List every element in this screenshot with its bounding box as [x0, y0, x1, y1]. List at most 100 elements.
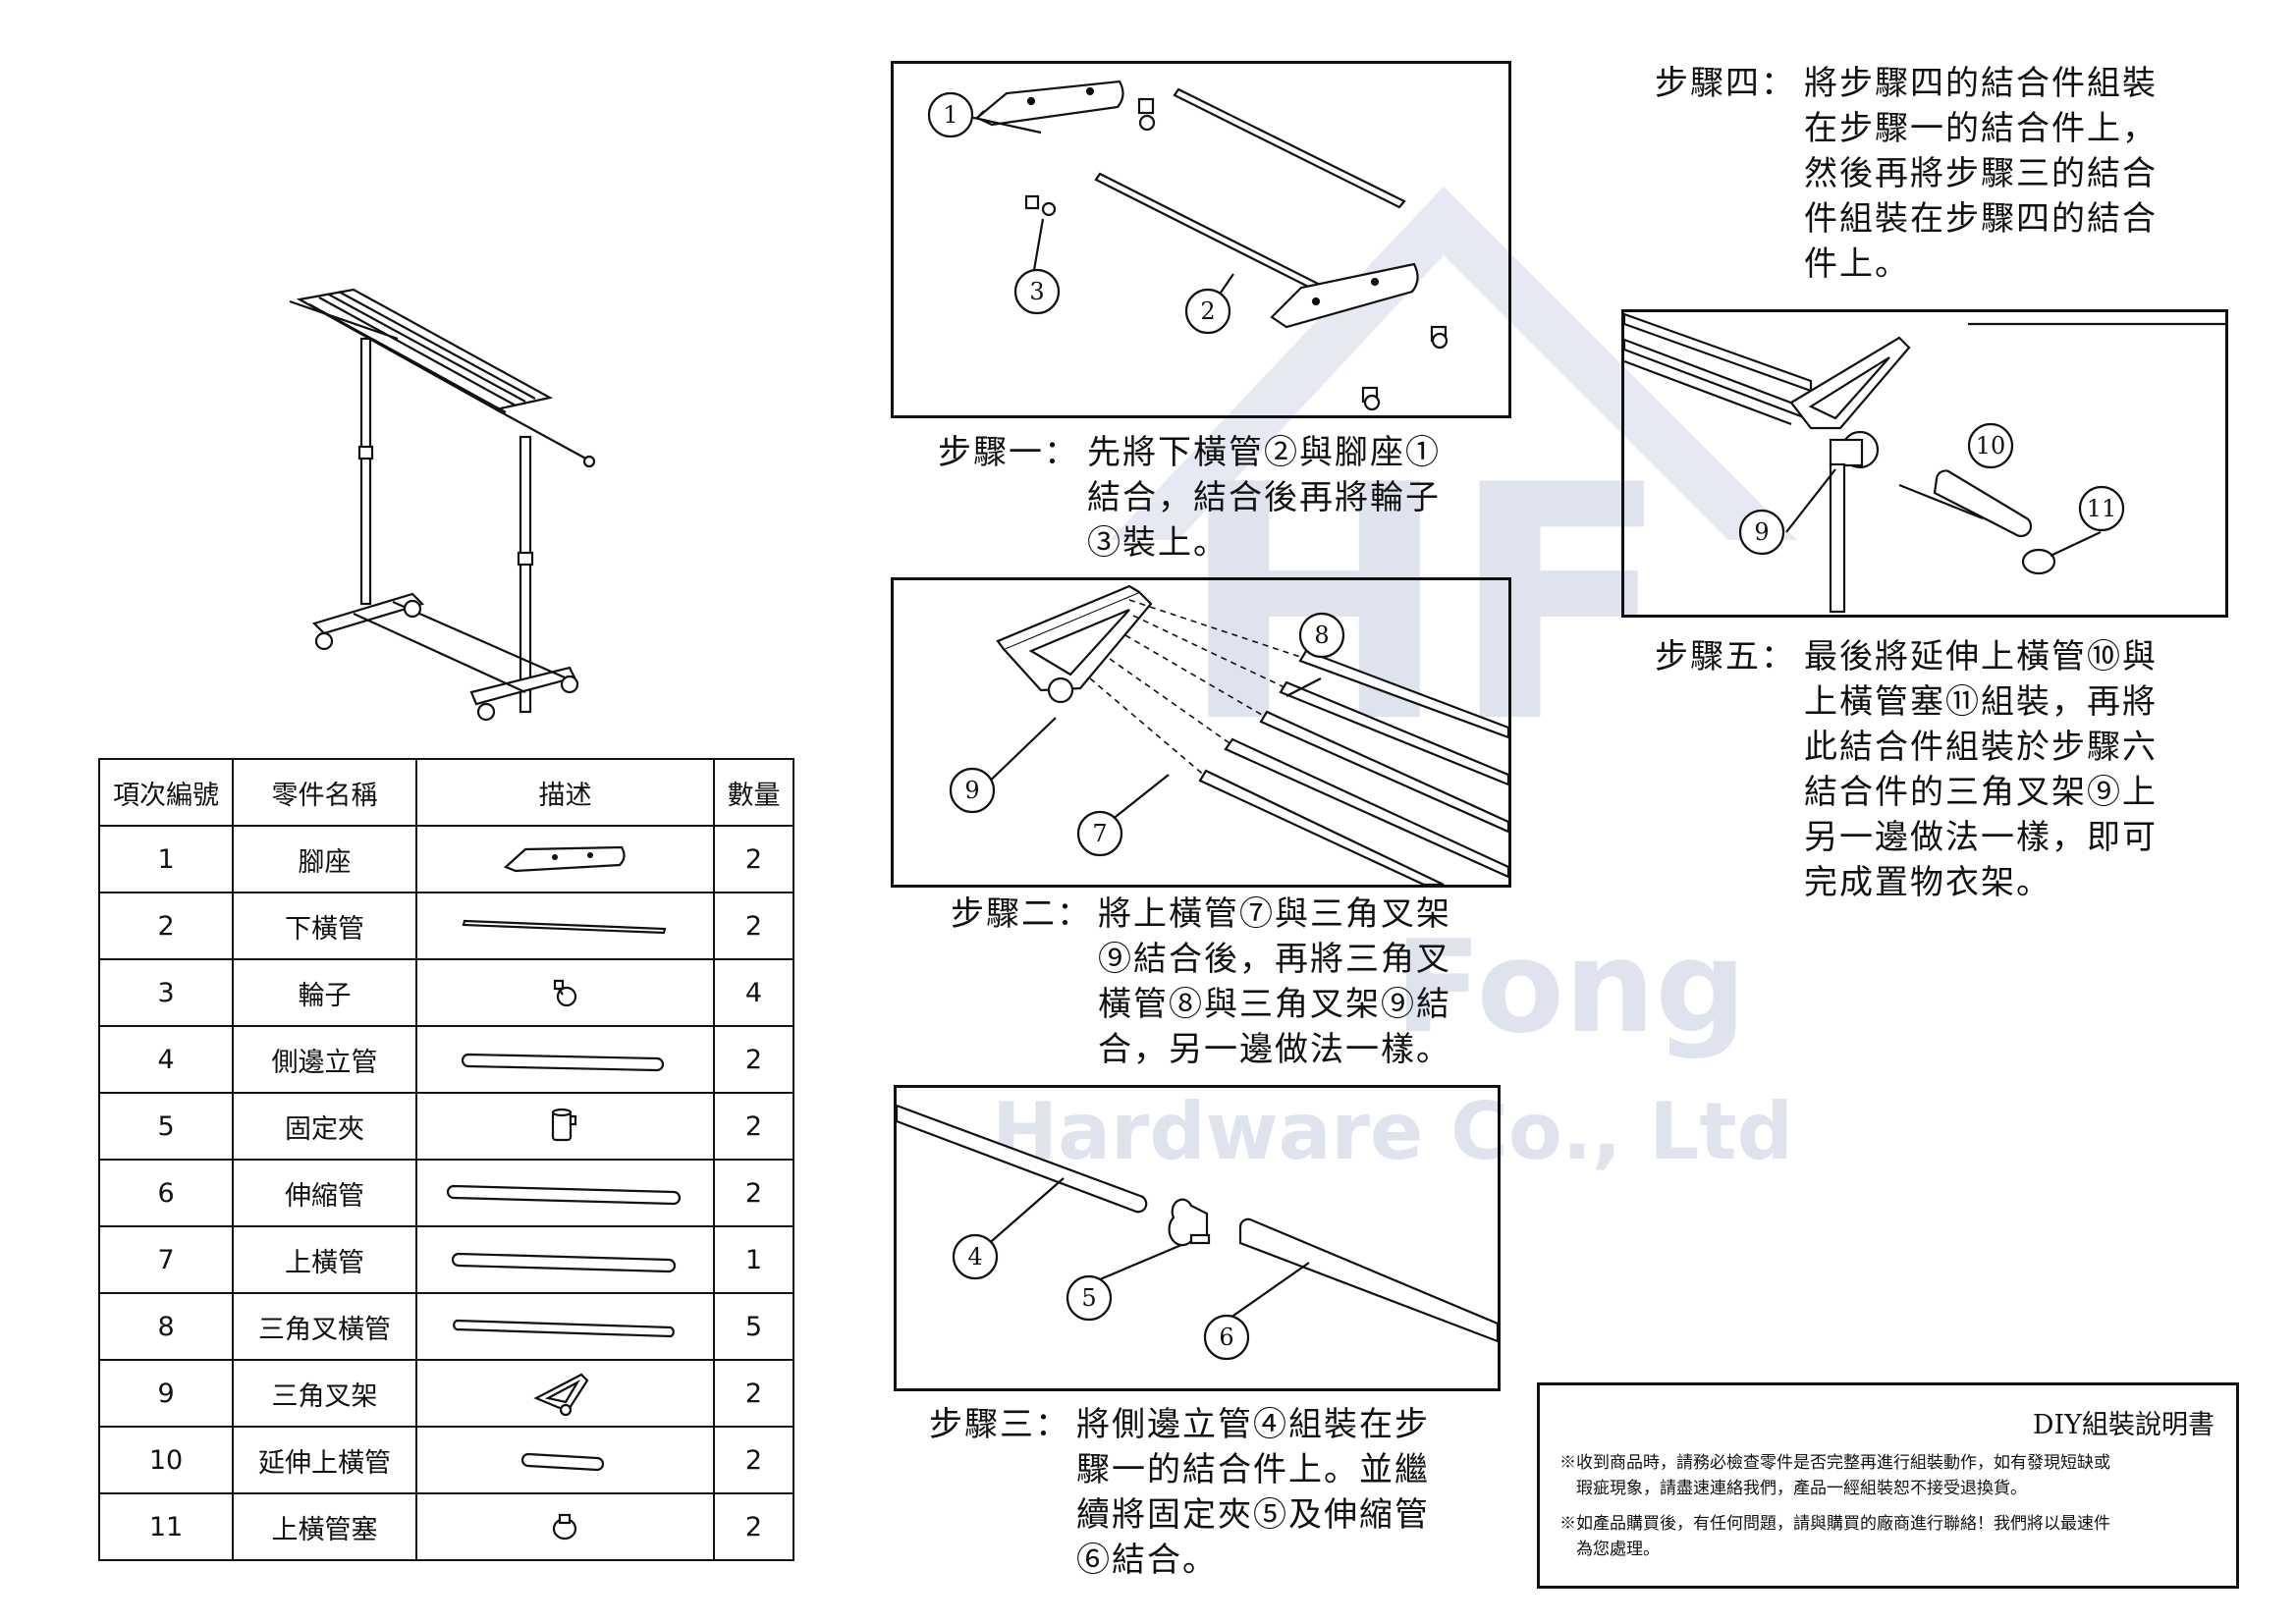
triangle-bracket-icon: [533, 1373, 589, 1417]
step-five-diagram: 10 9 11: [1621, 309, 2228, 618]
row-name: 輪子: [232, 958, 417, 1027]
tube-plug-icon: [553, 1513, 577, 1541]
notice-line: 瑕疵現象，請盡速連絡我們，產品一經組裝恕不接受退換貨。: [1559, 1479, 2027, 1498]
row-no: 7: [97, 1225, 235, 1294]
row-no: 1: [97, 825, 235, 893]
row-qty: 2: [712, 1159, 795, 1227]
step-three-line: ⑥結合。: [1076, 1541, 1218, 1580]
step-two-line: 橫管⑧與三角叉架⑨結: [1098, 985, 1451, 1024]
extension-tube-icon: [521, 1452, 605, 1472]
callout-10: 10: [1976, 432, 2006, 460]
step-four-line: 然後再將步驟三的結合: [1804, 154, 2158, 193]
row-qty: 1: [712, 1225, 795, 1294]
notice-line: 為您處理。: [1559, 1540, 1660, 1559]
callout-9: 9: [964, 777, 979, 804]
row-qty: 2: [712, 1359, 795, 1428]
row-no: 3: [97, 958, 235, 1027]
row-no: 4: [97, 1025, 235, 1094]
table-row: 8 三角叉橫管 5: [97, 1292, 795, 1361]
step-one-diagram: 1 3 2: [891, 61, 1511, 418]
notice-line: ※如產品購買後，有任何問題，請與購買的廠商進行聯絡！我們將以最速件: [1559, 1514, 2110, 1534]
table-row: 7 上橫管 1: [97, 1225, 795, 1294]
row-qty: 2: [712, 825, 795, 893]
step-two-line: 合，另一邊做法一樣。: [1098, 1030, 1451, 1069]
callout-9: 9: [1754, 518, 1769, 546]
header-item-no: 項次編號: [97, 758, 235, 827]
callout-3: 3: [1029, 278, 1044, 305]
step-two-line: 將上橫管⑦與三角叉架: [1098, 894, 1451, 934]
step-two-line: ⑨結合後，再將三角叉: [1098, 940, 1451, 979]
row-qty: 5: [712, 1292, 795, 1361]
step-one-line: 先將下橫管②與腳座①: [1087, 433, 1441, 472]
step-four-heading: 步驟四：: [1655, 64, 1796, 103]
step-five-line: 上橫管塞⑪組裝，再將: [1804, 682, 2158, 722]
row-name: 側邊立管: [232, 1025, 417, 1094]
row-name: 伸縮管: [232, 1159, 417, 1227]
row-qty: 2: [712, 1426, 795, 1494]
step-four-text: 步驟四： 將步驟四的結合件組裝 在步驟一的結合件上， 然後再將步驟三的結合 件組…: [1655, 61, 2205, 297]
table-row: 5 固定夾 2: [97, 1092, 795, 1161]
header-part-name: 零件名稱: [232, 758, 417, 827]
step-five-text: 步驟五： 最後將延伸上橫管⑩與 上橫管塞⑪組裝，再將 此結合件組裝於步驟六 結合…: [1655, 634, 2205, 919]
callout-6: 6: [1219, 1324, 1233, 1351]
clamp-icon: [552, 1108, 577, 1142]
notice-line: ※收到商品時，請務必檢查零件是否完整再進行組裝動作，如有發現短缺或: [1559, 1453, 2110, 1473]
step-five-line: 另一邊做法一樣，即可: [1804, 818, 2158, 857]
callout-8: 8: [1314, 622, 1329, 649]
table-row: 4 側邊立管 2: [97, 1025, 795, 1094]
table-row: 10 延伸上橫管 2: [97, 1426, 795, 1494]
step-four-line: 件上。: [1804, 244, 1910, 284]
assembled-rack-illustration: [289, 288, 596, 722]
table-header-row: 項次編號 零件名稱 描述 數量: [97, 758, 795, 827]
step-five-line: 此結合件組裝於步驟六: [1804, 728, 2158, 767]
row-qty: 4: [712, 958, 795, 1027]
step-five-line: 完成置物衣架。: [1804, 863, 2051, 902]
step-two-text: 步驟二： 將上橫管⑦與三角叉架 ⑨結合後，再將三角叉 橫管⑧與三角叉架⑨結 合，…: [951, 892, 1501, 1078]
row-name: 上橫管: [232, 1225, 417, 1294]
table-row: 6 伸縮管 2: [97, 1159, 795, 1227]
wheel-icon: [554, 979, 577, 1007]
lower-tube-icon: [463, 919, 667, 935]
row-name: 腳座: [232, 825, 417, 893]
step-five-line: 最後將延伸上橫管⑩與: [1804, 637, 2158, 676]
step-five-line: 結合件的三角叉架⑨上: [1804, 773, 2158, 812]
table-row: 11 上橫管塞 2: [97, 1492, 795, 1561]
step-one-heading: 步驟一：: [938, 433, 1079, 472]
step-three-text: 步驟三： 將側邊立管④組裝在步 驟一的結合件上。並繼 續將固定夾⑤及伸縮管 ⑥結…: [929, 1402, 1479, 1589]
header-description: 描述: [414, 758, 715, 827]
callout-7: 7: [1092, 820, 1107, 847]
row-qty: 2: [712, 1025, 795, 1094]
row-qty: 2: [712, 892, 795, 960]
step-two-heading: 步驟二：: [951, 894, 1092, 934]
row-name: 上橫管塞: [232, 1492, 417, 1561]
row-no: 6: [97, 1159, 235, 1227]
step-four-line: 件組裝在步驟四的結合: [1804, 199, 2158, 239]
row-no: 2: [97, 892, 235, 960]
row-no: 11: [97, 1492, 235, 1561]
upper-tube-icon: [452, 1252, 677, 1273]
row-name: 延伸上橫管: [232, 1426, 417, 1494]
row-no: 5: [97, 1092, 235, 1161]
row-name: 固定夾: [232, 1092, 417, 1161]
callout-5: 5: [1081, 1284, 1096, 1312]
side-tube-icon: [462, 1053, 665, 1072]
callout-4: 4: [967, 1243, 982, 1271]
table-row: 2 下橫管 2: [97, 892, 795, 960]
step-three-heading: 步驟三：: [929, 1405, 1070, 1444]
step-three-diagram: 4 5 6: [894, 1085, 1501, 1391]
notice-title: DIY組裝說明書: [2032, 1410, 2214, 1440]
step-four-line: 在步驟一的結合件上，: [1804, 109, 2158, 148]
step-three-line: 續將固定夾⑤及伸縮管: [1076, 1495, 1430, 1535]
step-three-line: 驟一的結合件上。並繼: [1076, 1450, 1430, 1489]
table-row: 9 三角叉架 2: [97, 1359, 795, 1428]
foot-base-icon: [504, 845, 627, 873]
row-no: 8: [97, 1292, 235, 1361]
step-one-text: 步驟一： 先將下橫管②與腳座① 結合，結合後再將輪子 ③裝上。: [938, 430, 1488, 568]
table-row: 1 腳座 2: [97, 825, 795, 893]
row-no: 10: [97, 1426, 235, 1494]
row-no: 9: [97, 1359, 235, 1428]
step-four-line: 將步驟四的結合件組裝: [1804, 64, 2158, 103]
row-name: 三角叉橫管: [232, 1292, 417, 1361]
callout-1: 1: [943, 101, 957, 129]
step-two-diagram: 8 9 7: [891, 577, 1511, 888]
